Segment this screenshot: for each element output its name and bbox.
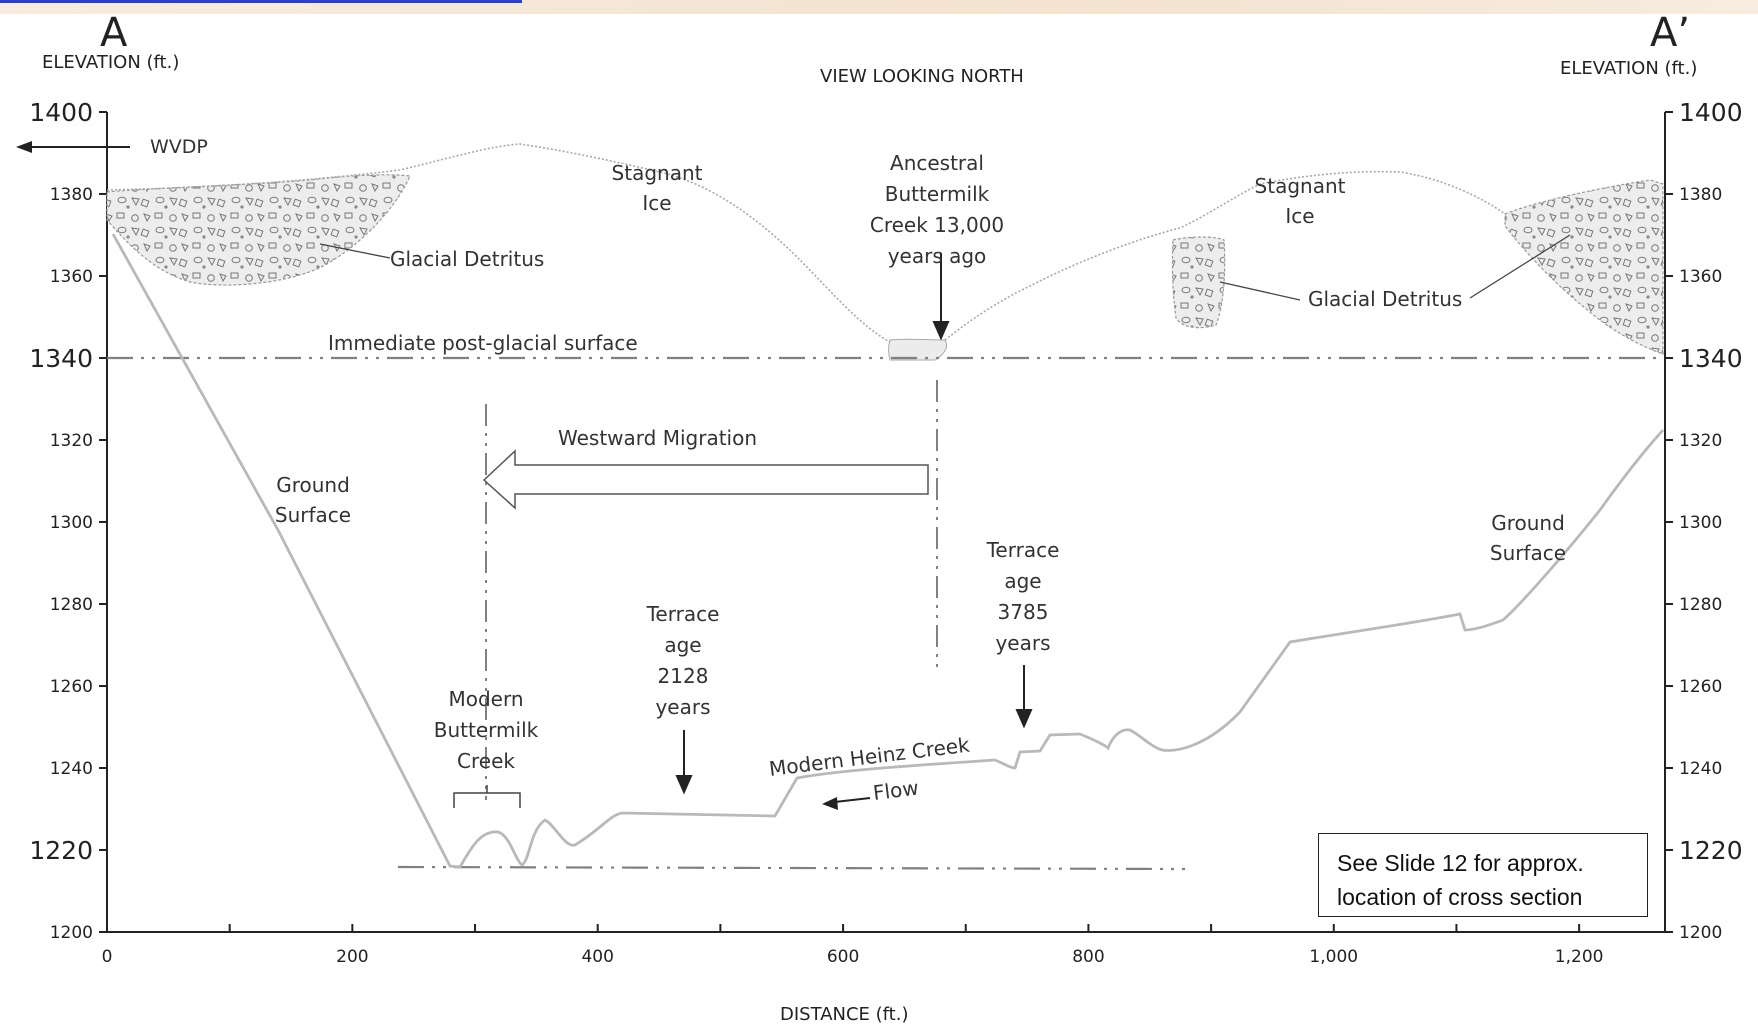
modern-buttermilk-label: Modern Buttermilk Creek [434,687,539,773]
ancestral-creek-line-3: Creek 13,000 [870,213,1004,237]
note-line-2: location of cross section [1337,884,1583,910]
modern-base-line [397,865,1186,871]
down-arrows [675,253,1033,795]
y-tick-label-left: 1240 [50,759,93,779]
terrace-2128-line-2: age [664,633,701,657]
x-tick-label: 0 [102,947,113,967]
glacial-detritus-left [106,174,411,286]
slide-header-band [0,0,1758,14]
terrace-2128-label: Terrace age 2128 years [646,602,720,719]
terrace-3785-line-1: Terrace [986,538,1060,562]
glacial-detritus-right-label: Glacial Detritus [1308,287,1462,311]
y-tick-label-left: 1280 [50,595,93,615]
y-tick-label-left: 1320 [50,431,93,451]
y-tick-label-right: 1240 [1679,759,1722,779]
x-axis-title: DISTANCE (ft.) [780,1004,908,1025]
section-label-a-prime: A’ [1650,10,1690,56]
ground-surface-profile [111,233,1665,869]
slide-reference-note: See Slide 12 for approx. location of cro… [1318,833,1648,917]
wvdp-arrowhead [16,141,32,153]
y-tick-label-right: 1340 [1679,344,1743,373]
y-tick-label-left: 1300 [50,513,93,533]
ancestral-creek-line-4: years ago [888,244,987,268]
terrace-2128-arrowhead [675,775,693,795]
y-tick-label-left: 1380 [50,185,93,205]
glacial-detritus-mid [1171,236,1226,329]
stagnant-ice-left-line-1: Stagnant [612,161,703,185]
y-tick-label-right: 1200 [1679,923,1722,943]
view-caption: VIEW LOOKING NORTH [820,66,1024,87]
terrace-3785-line-2: age [1004,569,1041,593]
right-elevation-axis-title: ELEVATION (ft.) [1560,58,1697,79]
glacial-detritus-left-label: Glacial Detritus [390,247,544,271]
westward-migration-label: Westward Migration [558,426,757,450]
stagnant-ice-right-line-2: Ice [1285,204,1314,228]
stagnant-ice-right-line-1: Stagnant [1255,174,1346,198]
detritus-mid-leader [1219,281,1301,301]
terrace-2128-line-3: 2128 [658,664,709,688]
ancestral-creek-line-2: Buttermilk [885,182,990,206]
stagnant-ice-left-line-2: Ice [642,191,671,215]
detritus-right-leader [1469,234,1571,299]
x-tick-label: 400 [581,947,613,967]
stagnant-ice-left-label: Stagnant Ice [612,161,703,215]
stagnant-ice-outline [106,143,1506,343]
wvdp-label: WVDP [150,136,208,158]
modern-buttermilk-line-2: Buttermilk [434,718,539,742]
y-tick-label-left: 1220 [29,836,93,865]
modern-heinz-creek-label: Modern Heinz Creek [768,733,972,781]
left-elevation-axis-title: ELEVATION (ft.) [42,52,179,73]
terrace-3785-arrowhead [1015,709,1033,729]
y-tick-label-right: 1380 [1679,185,1722,205]
terrace-2128-line-1: Terrace [646,602,720,626]
modern-buttermilk-line-3: Creek [457,749,515,773]
x-tick-label: 800 [1072,947,1104,967]
y-tick-label-right: 1300 [1679,513,1722,533]
y-axis-ticks: 1400 1400 1380 1380 1360 1360 1340 1340 1320 1320… [29,98,1742,943]
slide-link-underline [0,0,522,3]
ground-surface-left-line-2: Surface [275,503,351,527]
westward-migration-arrow [482,449,929,510]
x-axis-ticks: 0 200 400 600 800 1,000 1,200 [102,924,1604,967]
note-line-1: See Slide 12 for approx. [1337,850,1584,876]
y-tick-label-left: 1360 [50,267,93,287]
y-tick-label-right: 1360 [1679,267,1722,287]
section-label-a: A [100,10,128,56]
y-tick-label-right: 1280 [1679,595,1722,615]
ancestral-creek-label: Ancestral Buttermilk Creek 13,000 years … [870,151,1004,268]
glacial-detritus-right [1504,179,1664,355]
ancestral-creek-arrowhead [932,321,950,341]
terrace-3785-line-4: years [995,631,1050,655]
ground-surface-right-label: Ground Surface [1490,511,1566,565]
flow-label: Flow [872,776,920,805]
terrace-2128-line-4: years [655,695,710,719]
post-glacial-surface-label: Immediate post-glacial surface [328,331,638,355]
ground-surface-right-line-1: Ground [1491,511,1565,535]
y-tick-label-left: 1340 [29,344,93,373]
terrace-3785-label: Terrace age 3785 years [986,538,1060,655]
terrace-3785-line-3: 3785 [998,600,1049,624]
y-tick-label-left: 1200 [50,923,93,943]
y-tick-label-right: 1320 [1679,431,1722,451]
ground-surface-left-line-1: Ground [276,473,350,497]
y-tick-label-right: 1260 [1679,677,1722,697]
y-tick-label-left: 1400 [29,98,93,127]
x-tick-label: 600 [827,947,859,967]
x-tick-label: 200 [336,947,368,967]
detritus-left-leader [319,243,391,259]
y-tick-label-left: 1260 [50,677,93,697]
flow-arrowhead [822,797,838,810]
ancestral-creek-deposit [888,338,948,361]
ground-surface-left-label: Ground Surface [275,473,351,527]
modern-creek-bracket [453,785,521,808]
stagnant-ice-right-label: Stagnant Ice [1255,174,1346,228]
modern-buttermilk-line-1: Modern [448,687,523,711]
ground-surface-right-line-2: Surface [1490,541,1566,565]
x-tick-label: 1,000 [1309,947,1358,967]
ancestral-creek-line-1: Ancestral [890,151,984,175]
y-tick-label-right: 1400 [1679,98,1743,127]
y-tick-label-right: 1220 [1679,836,1743,865]
x-tick-label: 1,200 [1555,947,1604,967]
